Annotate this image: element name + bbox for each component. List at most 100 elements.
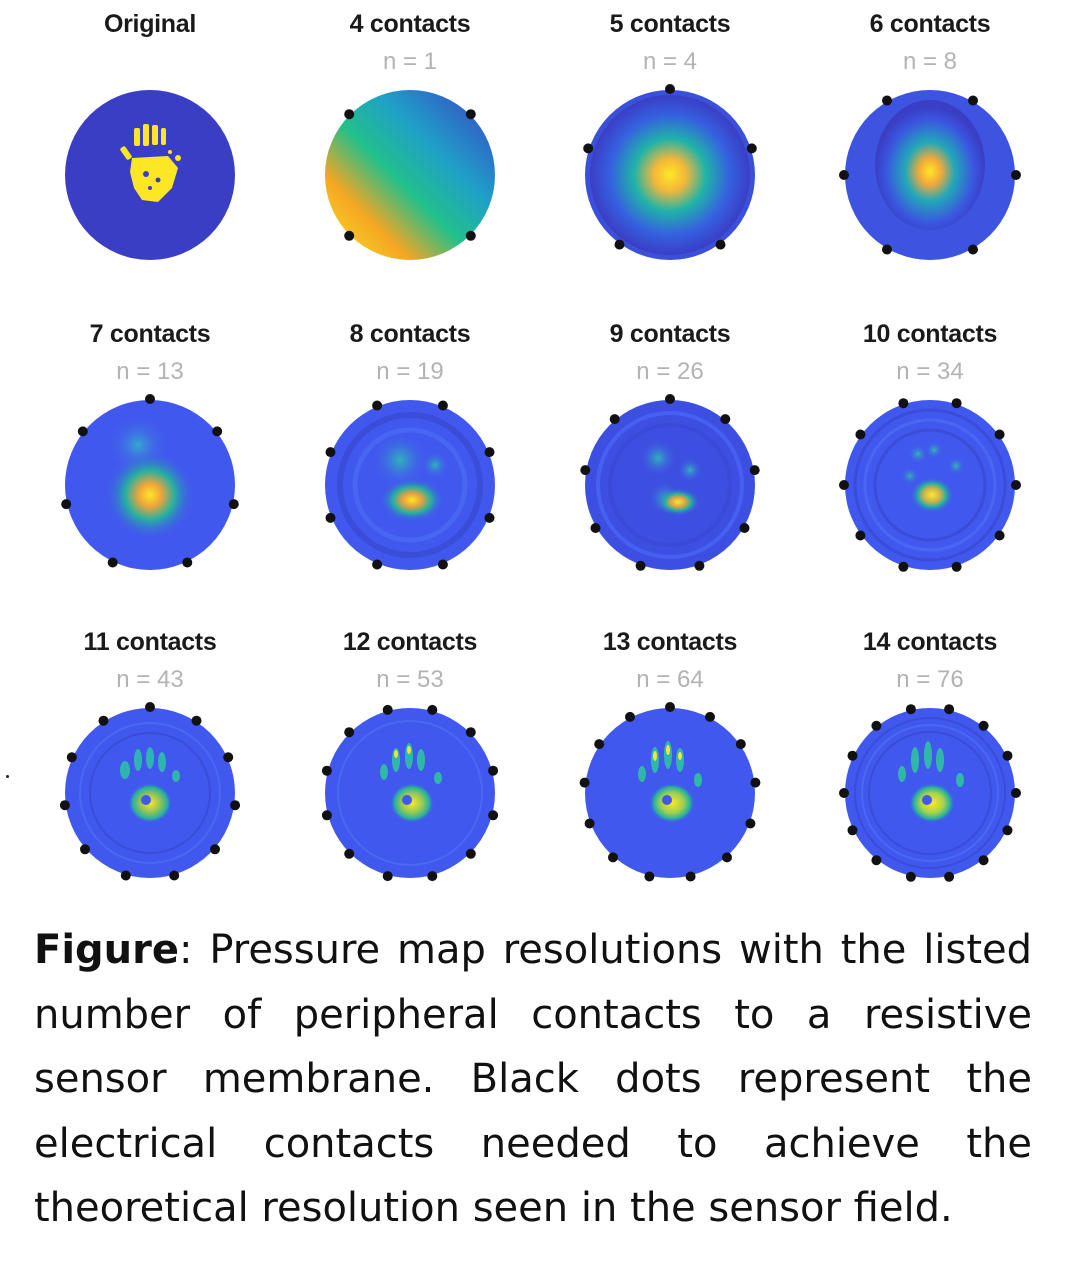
- panel-title: 10 contacts: [862, 320, 998, 348]
- pressure-map: [321, 704, 499, 882]
- contact-dot: [382, 704, 393, 715]
- contact-dot: [465, 109, 476, 120]
- contact-dot: [745, 818, 756, 829]
- contact-dot: [1002, 825, 1013, 836]
- pressure-map: [59, 702, 241, 881]
- contact-dot: [594, 739, 605, 750]
- contact-dot: [905, 871, 916, 882]
- panel-7-contacts: 7 contacts n = 13: [50, 310, 250, 580]
- contact-dot: [344, 230, 355, 241]
- pressure-map: [325, 90, 495, 260]
- contact-dot: [739, 523, 750, 533]
- contact-dot: [66, 752, 77, 763]
- caption-text: : Pressure map resolutions with the list…: [34, 927, 1032, 1231]
- contact-dot: [107, 557, 118, 568]
- panel-n-label: n = 64: [636, 666, 704, 693]
- contact-dot: [847, 825, 858, 836]
- contact-dot: [994, 530, 1005, 541]
- panel-title: 8 contacts: [349, 320, 471, 348]
- contact-dot: [61, 499, 72, 510]
- contact-dot: [847, 750, 858, 761]
- contact-dot: [722, 852, 732, 863]
- panel-10-contacts: 10 contacts n = 34: [830, 310, 1030, 580]
- contact-dot: [344, 727, 355, 738]
- panel-title: Original: [103, 10, 197, 38]
- contact-dot: [871, 855, 882, 866]
- panel-title: 12 contacts: [342, 628, 478, 656]
- contact-dot: [230, 800, 241, 811]
- contact-dot: [749, 465, 760, 476]
- panel-n-label: n = 53: [376, 666, 444, 693]
- contact-dot: [325, 447, 336, 458]
- contact-dot: [59, 800, 70, 811]
- contact-dot: [488, 810, 499, 821]
- pressure-map: [61, 394, 239, 570]
- panel-12-contacts: 12 contacts n = 53: [310, 618, 510, 888]
- contact-dot: [635, 560, 646, 571]
- contact-dot: [321, 810, 332, 821]
- panel-title: 7 contacts: [89, 320, 211, 348]
- panel-n-label: n = 76: [896, 666, 964, 693]
- contact-dot: [372, 559, 383, 570]
- figure-grid: Original 4 contacts n = 1: [6, 0, 1030, 888]
- pressure-map: [839, 704, 1021, 882]
- panel-title: 6 contacts: [869, 10, 991, 38]
- pressure-map: [839, 90, 1021, 260]
- contact-dot: [855, 429, 866, 440]
- stray-dot: [6, 775, 9, 778]
- contact-dot: [898, 398, 909, 409]
- panel-title: 14 contacts: [862, 628, 998, 656]
- contact-dot: [882, 95, 892, 106]
- contact-dot: [465, 848, 476, 859]
- contact-dot: [98, 715, 109, 726]
- panel-title: 9 contacts: [609, 320, 731, 348]
- contact-dot: [382, 871, 393, 882]
- contact-dot: [583, 143, 594, 154]
- contact-dot: [427, 704, 438, 715]
- contact-dot: [437, 559, 448, 570]
- contact-dot: [1011, 170, 1021, 180]
- contact-dot: [978, 855, 989, 866]
- contact-dot: [437, 400, 448, 411]
- contact-dot: [1011, 788, 1021, 798]
- panel-9-contacts: 9 contacts n = 26: [570, 310, 770, 580]
- contact-dot: [882, 244, 892, 255]
- contact-dot: [685, 871, 696, 882]
- contact-dot: [898, 561, 909, 572]
- panel-13-contacts: 13 contacts n = 64: [570, 618, 770, 888]
- panel-4-contacts: 4 contacts n = 1: [310, 0, 510, 270]
- contact-dot: [614, 239, 625, 250]
- contact-dot: [720, 414, 731, 425]
- contact-dot: [855, 530, 866, 541]
- contact-dot: [465, 230, 476, 241]
- contact-dot: [968, 95, 978, 106]
- panel-5-contacts: 5 contacts n = 4: [570, 0, 770, 270]
- caption-label: Figure: [34, 927, 179, 973]
- pressure-map: [579, 702, 761, 882]
- panel-n-label: n = 4: [642, 48, 698, 75]
- contact-dot: [839, 480, 849, 490]
- contact-dot: [694, 560, 705, 571]
- panel-original: Original: [50, 0, 250, 270]
- pressure-map: [65, 90, 235, 260]
- contact-dot: [968, 244, 978, 255]
- contact-dot: [145, 702, 155, 712]
- contact-dot: [169, 870, 180, 881]
- contact-dot: [344, 109, 355, 120]
- panel-n-label: n = 43: [116, 666, 184, 693]
- contact-dot: [1011, 480, 1021, 490]
- contact-dot: [488, 765, 499, 776]
- contact-dot: [182, 557, 193, 568]
- figure-caption: Figure: Pressure map resolutions with th…: [34, 918, 1032, 1241]
- contact-dot: [77, 426, 88, 437]
- contact-dot: [944, 871, 955, 882]
- panel-n-label: n = 26: [636, 358, 704, 385]
- contact-dot: [905, 704, 916, 715]
- contact-dot: [223, 752, 234, 763]
- panel-n-label: n = 13: [116, 358, 184, 385]
- contact-dot: [484, 512, 495, 523]
- contact-dot: [951, 398, 962, 409]
- contact-dot: [665, 84, 675, 94]
- contact-dot: [145, 394, 155, 404]
- contact-dot: [191, 715, 202, 726]
